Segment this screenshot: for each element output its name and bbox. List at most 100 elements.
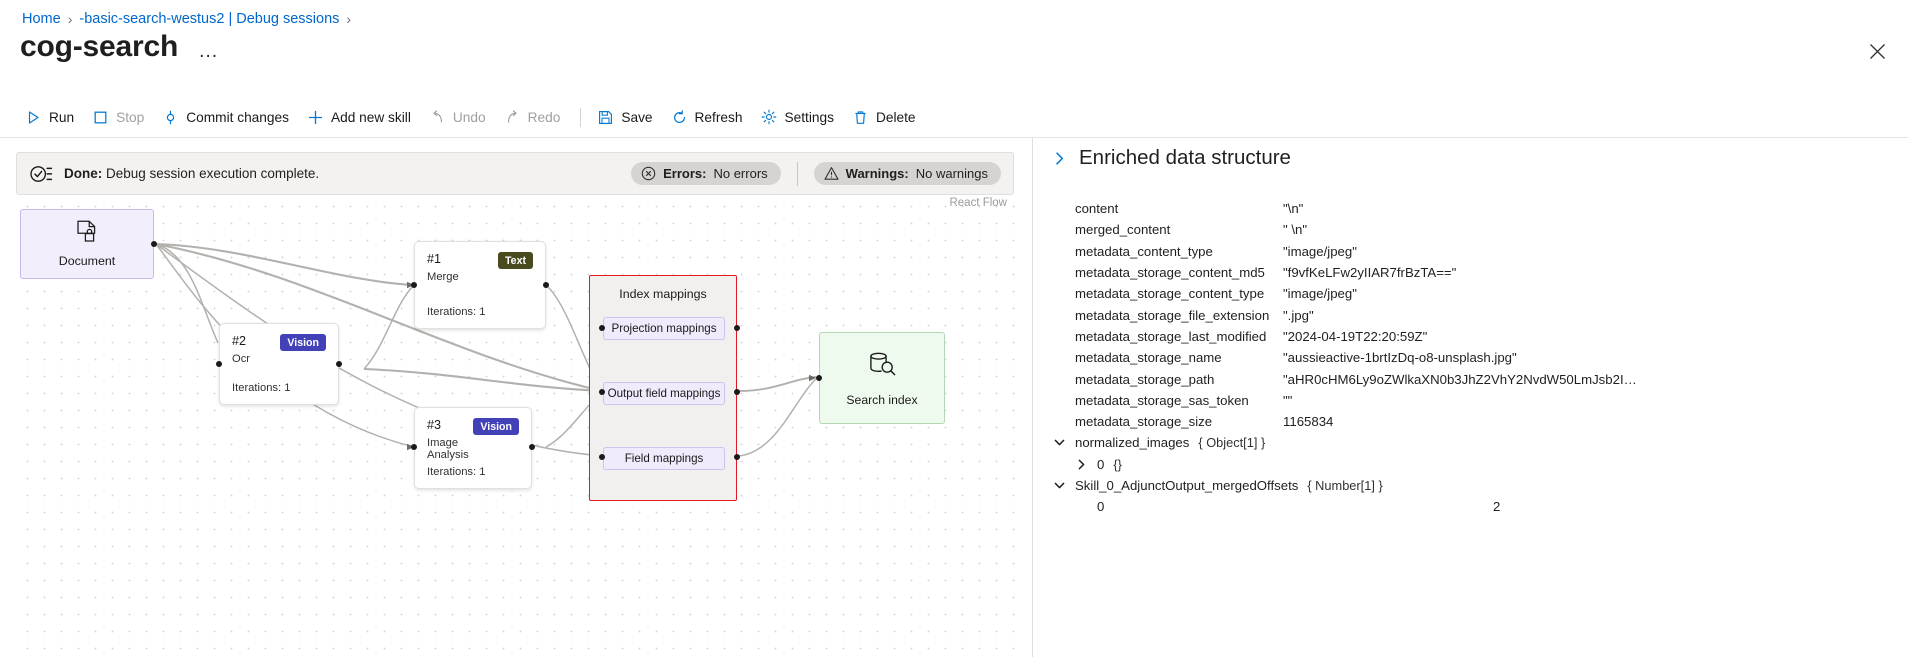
add-new-skill-button[interactable]: Add new skill — [300, 103, 422, 131]
errors-label: Errors: — [663, 166, 707, 181]
skill-1-name: Merge — [427, 271, 459, 283]
enriched-row: metadata_storage_content_type"image/jpeg… — [1053, 283, 1903, 304]
enriched-row-key: metadata_storage_content_md5 — [1075, 265, 1265, 281]
skill-3-name: Image Analysis — [427, 437, 469, 461]
chevron-right-icon[interactable] — [1051, 150, 1067, 166]
pane-divider[interactable] — [1032, 138, 1033, 657]
skill-2-input-port[interactable] — [216, 361, 222, 367]
chevron-down-icon[interactable] — [1053, 479, 1075, 492]
skill-2-iterations: Iterations: 1 — [232, 382, 291, 394]
breadcrumb-item-home[interactable]: Home — [22, 11, 61, 27]
output-field-mappings-input-port[interactable] — [599, 389, 605, 395]
index-mappings-title: Index mappings — [619, 287, 707, 301]
close-icon[interactable] — [1862, 36, 1892, 66]
enriched-row-value: "\n" — [1283, 201, 1304, 217]
status-indicators: Errors: No errors Warnings: No warnings — [631, 161, 1001, 186]
enriched-row: content"\n" — [1053, 198, 1903, 219]
skill-3-iterations: Iterations: 1 — [427, 466, 486, 478]
enriched-row-key: metadata_storage_file_extension — [1075, 307, 1270, 323]
run-button[interactable]: Run — [18, 103, 85, 131]
mapping-output-field-mappings[interactable]: Output field mappings — [603, 382, 725, 405]
enriched-row-key: normalized_images{ Object[1] } — [1075, 435, 1266, 451]
node-skill-3-image-analysis[interactable]: #3 Image Analysis Vision Iterations: 1 — [414, 407, 532, 489]
gear-icon — [760, 109, 777, 126]
enriched-row-value: "2024-04-19T22:20:59Z" — [1283, 328, 1428, 344]
field-mappings-output-port[interactable] — [734, 454, 740, 460]
play-icon — [25, 109, 42, 126]
redo-button[interactable]: Redo — [497, 103, 572, 131]
status-prefix: Done: — [64, 166, 103, 181]
document-output-port[interactable] — [151, 241, 157, 247]
search-index-input-port[interactable] — [816, 375, 822, 381]
enriched-data-pane: Enriched data structure content"\n" merge… — [1033, 138, 1908, 657]
node-skill-1-merge[interactable]: #1 Merge Text Iterations: 1 — [414, 241, 546, 329]
stop-button[interactable]: Stop — [85, 103, 155, 131]
plus-icon — [307, 109, 324, 126]
undo-icon — [429, 109, 446, 126]
node-search-index[interactable]: Search index — [819, 332, 945, 424]
node-search-index-label: Search index — [846, 392, 918, 407]
refresh-label: Refresh — [694, 109, 743, 125]
search-database-icon — [867, 350, 897, 385]
undo-button[interactable]: Undo — [422, 103, 497, 131]
node-document[interactable]: Document — [20, 209, 154, 279]
skill-2-name: Ocr — [232, 353, 251, 365]
projection-mappings-input-port[interactable] — [599, 325, 605, 331]
react-flow-watermark: React Flow — [949, 197, 1007, 209]
enriched-row-key: 0{} — [1097, 456, 1122, 472]
graph-pane: Done: Debug session execution complete. … — [0, 138, 1032, 657]
projection-mappings-output-port[interactable] — [734, 325, 740, 331]
settings-label: Settings — [784, 109, 834, 125]
mapping-field-mappings[interactable]: Field mappings — [603, 447, 725, 470]
more-options-button[interactable]: … — [198, 40, 220, 62]
enriched-data-title: Enriched data structure — [1079, 146, 1291, 169]
skill-3-input-port[interactable] — [411, 444, 417, 450]
enriched-row-key: merged_content — [1075, 222, 1171, 238]
delete-label: Delete — [875, 109, 916, 125]
enriched-row-value: 2 — [1493, 499, 1501, 515]
errors-badge[interactable]: Errors: No errors — [631, 162, 781, 185]
skill-1-output-port[interactable] — [543, 282, 549, 288]
flow-canvas[interactable]: React Flow — [16, 195, 1016, 657]
page-title: cog-search — [20, 30, 179, 63]
save-button[interactable]: Save — [590, 103, 663, 131]
enriched-row: metadata_content_type"image/jpeg" — [1053, 241, 1903, 262]
skill-2-number: #2 — [232, 334, 247, 348]
enriched-row: metadata_storage_last_modified"2024-04-1… — [1053, 326, 1903, 347]
refresh-button[interactable]: Refresh — [664, 103, 754, 131]
chevron-down-icon[interactable] — [1053, 436, 1075, 449]
enriched-row-type: { Object[1] } — [1198, 435, 1266, 451]
commit-icon — [162, 109, 179, 126]
commit-changes-button[interactable]: Commit changes — [155, 103, 300, 131]
skill-3-output-port[interactable] — [529, 444, 535, 450]
output-field-mappings-output-port[interactable] — [734, 389, 740, 395]
redo-label: Redo — [527, 109, 561, 125]
breadcrumb-item-debug-sessions[interactable]: -basic-search-westus2 | Debug sessions — [79, 11, 340, 27]
settings-button[interactable]: Settings — [753, 103, 844, 131]
node-skill-2-ocr[interactable]: #2 Ocr Vision Iterations: 1 — [219, 323, 339, 405]
add-new-skill-label: Add new skill — [330, 109, 411, 125]
delete-button[interactable]: Delete — [845, 103, 927, 131]
chevron-right-icon[interactable] — [1075, 458, 1097, 471]
field-mappings-input-port[interactable] — [599, 454, 605, 460]
group-index-mappings[interactable]: Index mappings Projection mappings Outpu… — [589, 275, 737, 501]
enriched-row-key: metadata_storage_size — [1075, 414, 1213, 430]
skill-1-input-port[interactable] — [411, 282, 417, 288]
toolbar-divider — [580, 107, 582, 127]
node-document-label: Document — [58, 254, 116, 268]
enriched-row-key: metadata_storage_sas_token — [1075, 392, 1249, 408]
enriched-row-value: ".jpg" — [1283, 307, 1314, 323]
skill-3-number: #3 — [427, 418, 442, 432]
enriched-row-value: " \n" — [1283, 222, 1308, 238]
mapping-projection-mappings[interactable]: Projection mappings — [603, 317, 725, 340]
enriched-row: metadata_storage_path"aHR0cHM6Ly9oZWlkaX… — [1053, 368, 1903, 389]
warnings-badge[interactable]: Warnings: No warnings — [813, 162, 1001, 185]
skill-3-badge: Vision — [473, 418, 519, 436]
skill-2-output-port[interactable] — [336, 361, 342, 367]
refresh-icon — [671, 109, 688, 126]
enriched-data-header[interactable]: Enriched data structure — [1051, 146, 1291, 170]
command-bar: Run Stop Commit changes Add new skill Un — [18, 103, 927, 131]
enriched-row-type: {} — [1113, 456, 1122, 472]
